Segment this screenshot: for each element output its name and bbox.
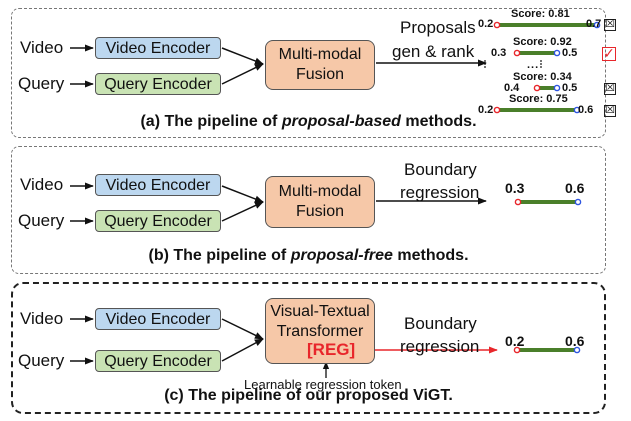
- input-video-a: Video: [20, 38, 64, 57]
- fusion-line-2: Fusion: [295, 203, 345, 220]
- reg-token: [REG]: [307, 340, 356, 359]
- caption-b: (b) The pipeline of proposal-free method…: [148, 247, 469, 264]
- video-encoder-b: Video Encoder: [95, 174, 221, 196]
- result-start-c: 0.2: [505, 333, 525, 349]
- proposal-score-3: Score: 0.34: [513, 71, 572, 83]
- input-query-a: Query: [18, 74, 65, 93]
- boundary-regression-line-2-c: regression: [400, 337, 480, 356]
- boundary-regression-line-1-b: Boundary: [404, 160, 477, 179]
- result-end-c: 0.6: [565, 333, 585, 349]
- proposals-label-line-1: Proposals: [400, 18, 476, 37]
- result-c-end-point: [573, 346, 581, 354]
- arrow-video-encoder-to-fusion-b: [221, 185, 264, 203]
- reject-checkbox-icon-3: ☒: [604, 82, 616, 95]
- proposal-score-1: Score: 0.81: [511, 8, 570, 20]
- proposals-label-line-2: gen & rank: [392, 42, 475, 61]
- proposal-4-start-point: [493, 106, 501, 114]
- fusion-line-1: Multi-modal: [278, 46, 362, 63]
- arrow-query-encoder-to-fusion-b: [221, 201, 264, 222]
- reject-checkbox-icon-1: ☒: [604, 18, 616, 31]
- proposal-ellipsis: ...: [527, 59, 540, 71]
- vertical-ellipsis-dot: [540, 60, 542, 62]
- multimodal-fusion-a: Multi-modal Fusion: [265, 40, 375, 90]
- proposal-3-start-point: [533, 84, 541, 92]
- input-query-b: Query: [18, 211, 65, 230]
- proposal-score-4: Score: 0.75: [509, 93, 568, 105]
- result-start-b: 0.3: [505, 180, 525, 196]
- panel-proposal-free: (b) The pipeline of proposal-free method…: [11, 146, 606, 274]
- proposal-2-start-point: [513, 49, 521, 57]
- proposal-start-2: 0.3: [491, 47, 507, 59]
- proposal-end-1: 0.7: [586, 18, 602, 30]
- panel-vigt: (c) The pipeline of our proposed ViGT.: [11, 282, 606, 414]
- caption-c: (c) The pipeline of our proposed ViGT.: [164, 387, 453, 404]
- proposal-1-start-point: [493, 21, 501, 29]
- transformer-line-1: Visual-Textual: [270, 303, 370, 320]
- proposal-end-2: 0.5: [562, 47, 578, 59]
- vertical-ellipsis-dot: [484, 60, 486, 62]
- proposal-2-end-point: [553, 49, 561, 57]
- reject-checkbox-icon-4: ☒: [604, 104, 616, 117]
- fusion-line-2: Fusion: [295, 66, 345, 83]
- vertical-ellipsis-dot: [484, 66, 486, 68]
- input-video-c: Video: [20, 309, 64, 328]
- query-encoder-c: Query Encoder: [95, 350, 221, 372]
- transformer-line-2: Transformer: [276, 323, 364, 340]
- panel-proposal-based: (a) The pipeline of proposal-based metho…: [11, 8, 606, 138]
- result-b-start-point: [514, 198, 522, 206]
- proposal-start-1: 0.2: [478, 18, 494, 30]
- input-query-c: Query: [18, 351, 65, 370]
- proposal-start-4: 0.2: [478, 104, 494, 116]
- vertical-ellipsis-dot: [540, 66, 542, 68]
- query-encoder-a: Query Encoder: [95, 73, 221, 95]
- vertical-ellipsis-dot: [484, 63, 486, 65]
- proposal-1-end-point: [593, 21, 601, 29]
- result-end-b: 0.6: [565, 180, 585, 196]
- visual-textual-transformer: Visual-Textual Transformer: [265, 298, 375, 364]
- input-video-b: Video: [20, 175, 64, 194]
- video-encoder-a: Video Encoder: [95, 37, 221, 59]
- arrow-query-encoder-to-fusion-a: [221, 63, 264, 85]
- video-encoder-c: Video Encoder: [95, 308, 221, 330]
- learnable-token-note: Learnable regression token: [244, 377, 402, 392]
- arrow-video-encoder-to-transformer: [221, 318, 264, 340]
- proposal-start-3: 0.4: [504, 82, 520, 94]
- caption-a: (a) The pipeline of proposal-based metho…: [140, 113, 477, 130]
- accept-checkbox-icon: ✓: [602, 45, 616, 61]
- arrow-query-encoder-to-transformer: [221, 338, 264, 362]
- result-b-end-point: [574, 198, 582, 206]
- vertical-ellipsis-dot: [540, 63, 542, 65]
- fusion-line-1: Multi-modal: [278, 183, 362, 200]
- proposal-score-2: Score: 0.92: [513, 36, 572, 48]
- result-c-start-point: [513, 346, 521, 354]
- arrow-video-encoder-to-fusion-a: [221, 47, 264, 65]
- proposal-end-3: 0.5: [562, 82, 578, 94]
- proposal-end-4: 0.6: [578, 104, 594, 116]
- multimodal-fusion-b: Multi-modal Fusion: [265, 176, 375, 228]
- proposal-3-end-point: [553, 84, 561, 92]
- query-encoder-b: Query Encoder: [95, 210, 221, 232]
- boundary-regression-line-2-b: regression: [400, 183, 480, 202]
- boundary-regression-line-1-c: Boundary: [404, 314, 477, 333]
- proposal-4-end-point: [573, 106, 581, 114]
